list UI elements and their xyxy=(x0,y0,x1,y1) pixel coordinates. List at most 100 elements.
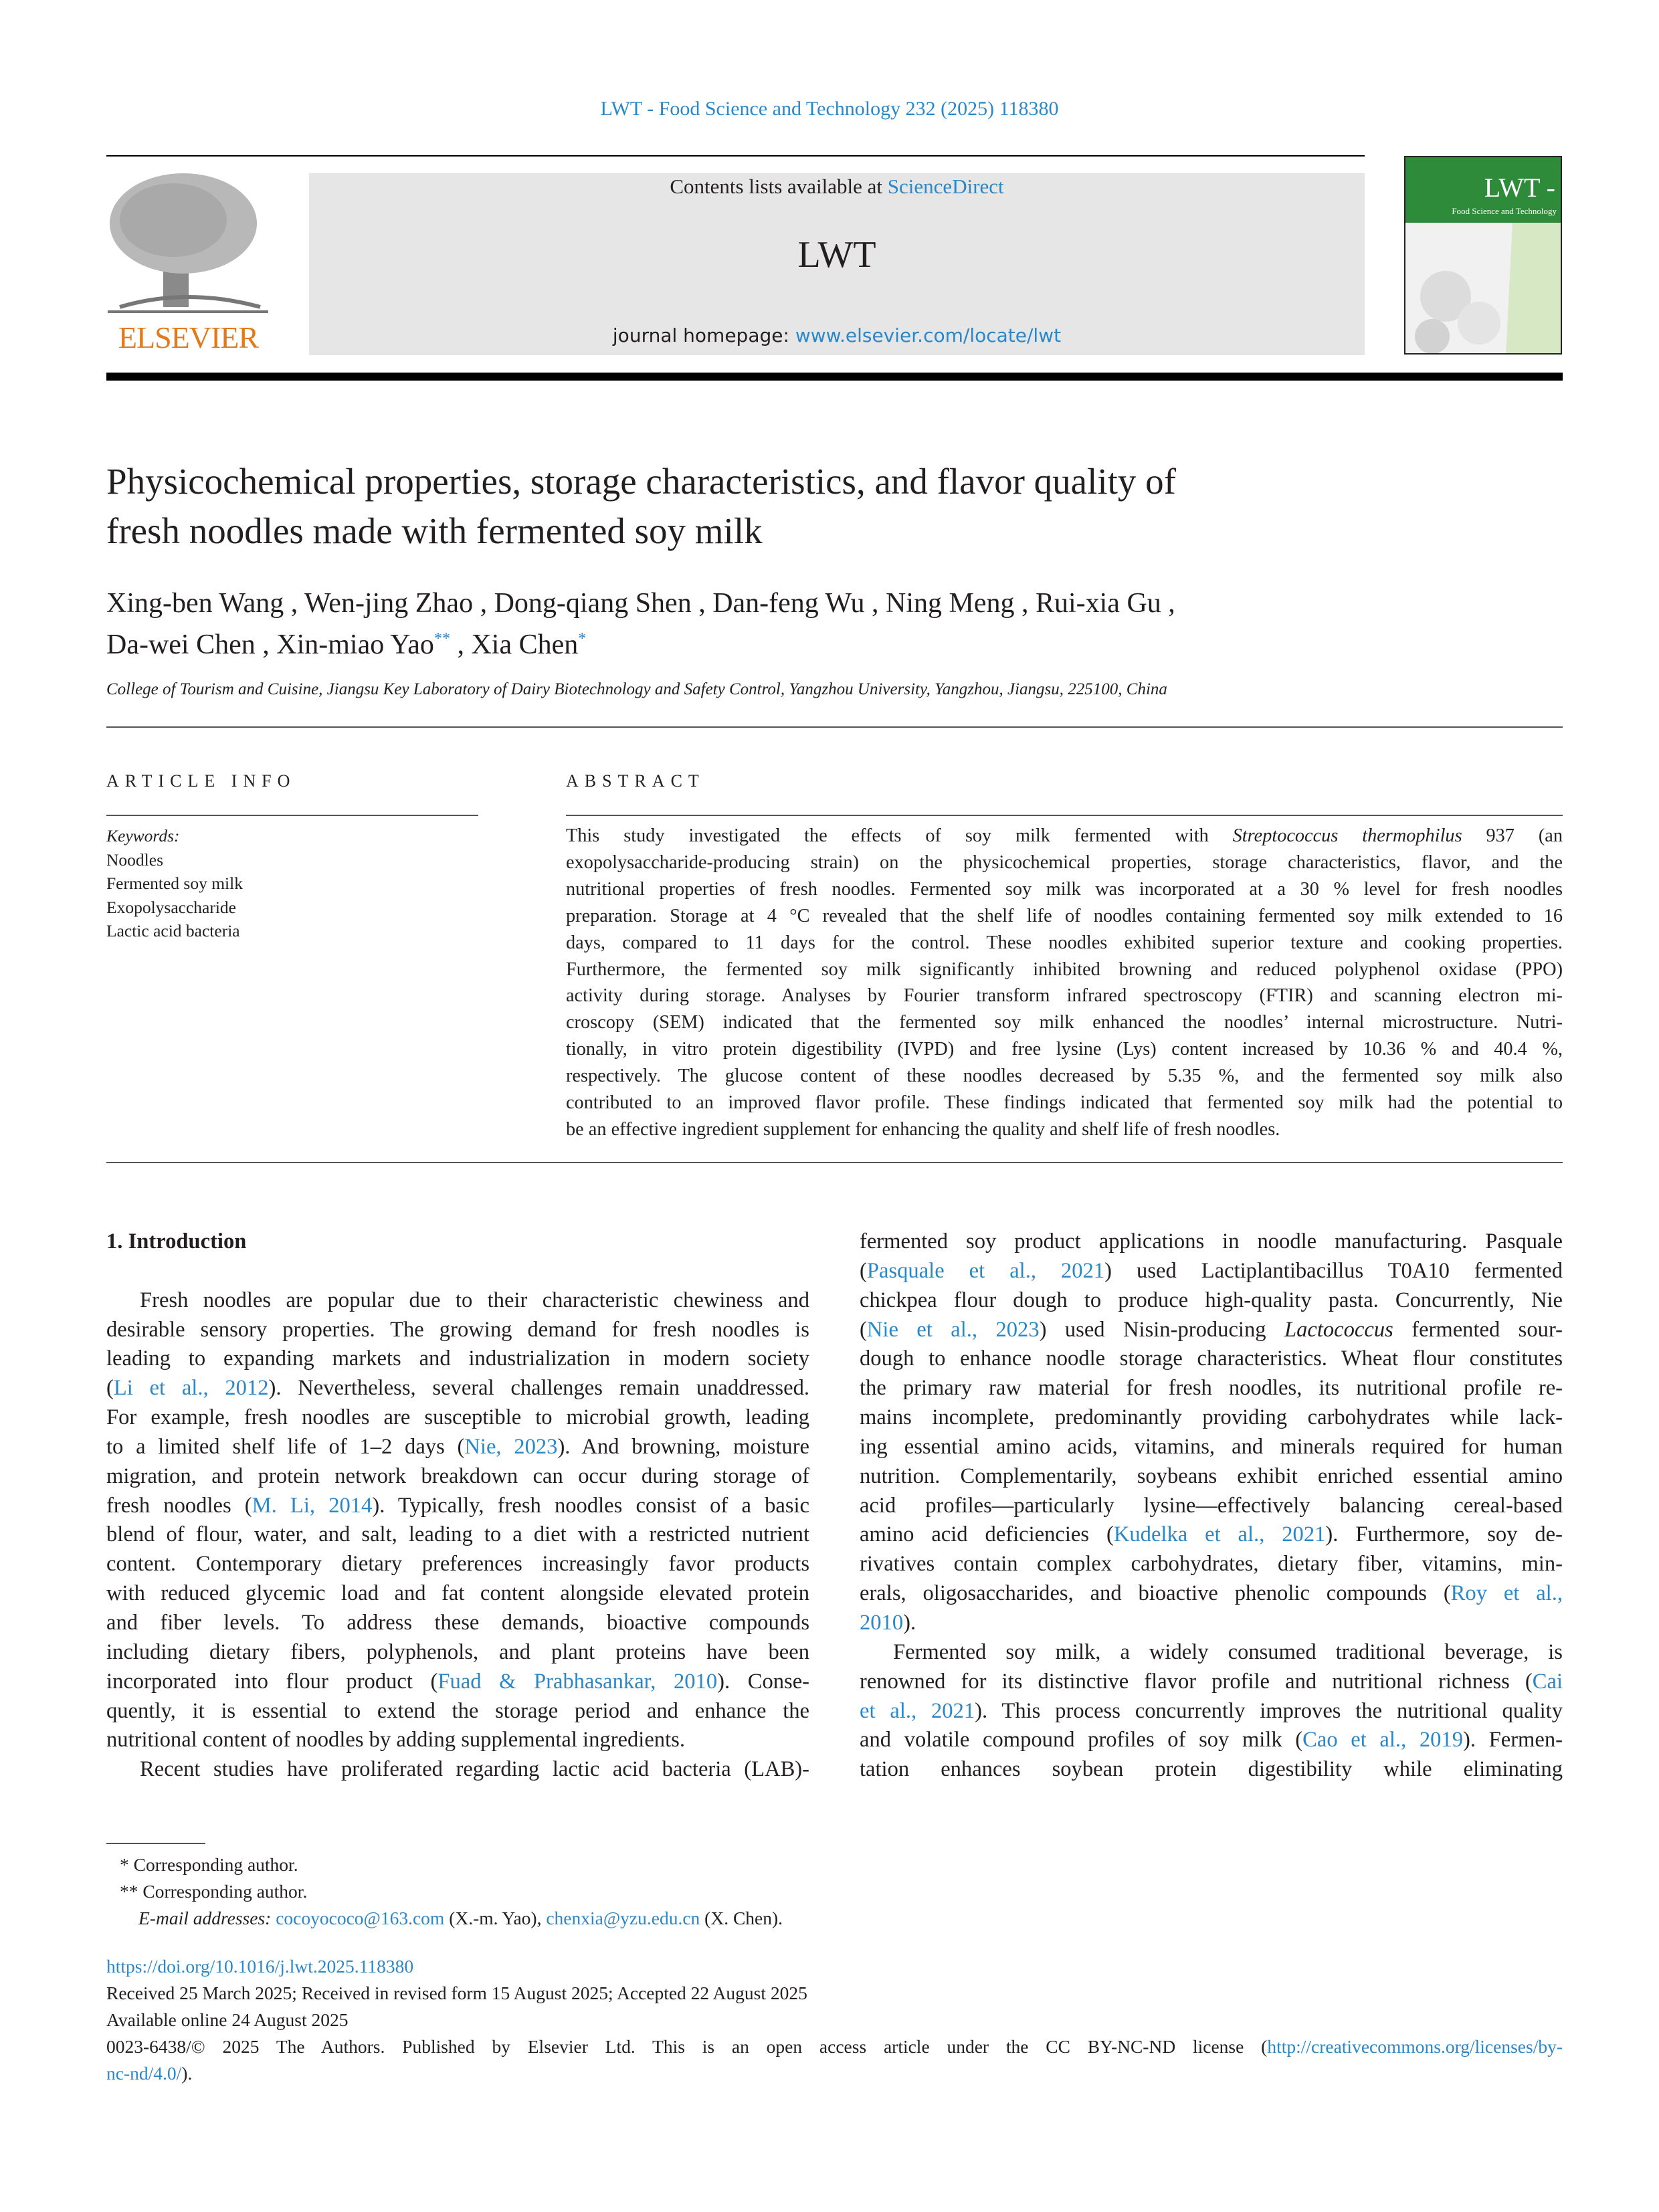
text-run: leading to expanding markets and industr… xyxy=(106,1346,809,1371)
citation-link[interactable]: et al., 2021 xyxy=(860,1698,975,1723)
keywords-label: Keywords: xyxy=(106,826,180,845)
corresponding-mark[interactable]: * xyxy=(578,630,587,647)
citation-link[interactable]: Pasquale et al., 2021 xyxy=(866,1258,1105,1283)
text-line: days, compared to 11 days for the contro… xyxy=(566,930,1563,957)
sciencedirect-link[interactable]: ScienceDirect xyxy=(887,175,1004,198)
italic-term: Streptococcus thermophilus xyxy=(1232,825,1462,846)
corresponding-mark[interactable]: ** xyxy=(433,630,450,647)
section-heading: 1. Introduction xyxy=(106,1229,247,1253)
text-run: nutrition. Complementarily, soybeans exh… xyxy=(860,1464,1563,1488)
text-run: fermented soy product applications in no… xyxy=(860,1229,1563,1253)
text-run: respectively. The glucose content of the… xyxy=(566,1066,1563,1087)
text-line: mains incomplete, predominantly providin… xyxy=(860,1403,1563,1433)
citation-link[interactable]: Li et al., 2012 xyxy=(113,1376,269,1401)
author-names: Da-wei Chen , Xin-miao Yao xyxy=(106,629,434,660)
text-run: ing essential amino acids, vitamins, and… xyxy=(860,1434,1563,1459)
text-line: incorporated into flour product (Fuad & … xyxy=(106,1668,809,1697)
text-run: and volatile compound profiles of soy mi… xyxy=(860,1728,1303,1752)
text-run: content. Contemporary dietary preference… xyxy=(106,1552,809,1577)
text-run: with reduced glycemic load and fat conte… xyxy=(106,1581,809,1606)
citation-link[interactable]: 2010 xyxy=(860,1610,904,1635)
publication-info: https://doi.org/10.1016/j.lwt.2025.11838… xyxy=(106,1953,1563,2087)
text-line: renowned for its distinctive flavor prof… xyxy=(860,1668,1563,1697)
text-line: chickpea flour dough to produce high-qua… xyxy=(860,1286,1563,1316)
citation-link[interactable]: Cao et al., 2019 xyxy=(1302,1728,1463,1752)
text-run: ( xyxy=(860,1317,867,1342)
text-run: croscopy (SEM) indicated that the fermen… xyxy=(566,1012,1563,1033)
text-line: leading to expanding markets and industr… xyxy=(106,1344,809,1374)
license-link[interactable]: nc-nd/4.0/ xyxy=(106,2063,182,2084)
text-line: with reduced glycemic load and fat conte… xyxy=(106,1579,809,1609)
license-text: ). xyxy=(181,2063,193,2084)
keywords: Keywords: Noodles Fermented soy milk Exo… xyxy=(106,824,478,943)
text-line: nutritional properties of fresh noodles.… xyxy=(566,876,1563,903)
citation-link[interactable]: Cai xyxy=(1532,1669,1563,1694)
text-run: migration, and protein network breakdown… xyxy=(106,1464,809,1488)
header-bar xyxy=(106,373,1563,381)
text-line: Furthermore, the fermented soy milk sign… xyxy=(566,957,1563,983)
citation-link[interactable]: Nie, 2023 xyxy=(464,1434,558,1459)
title-line: Physicochemical properties, storage char… xyxy=(106,461,1177,502)
doi-link[interactable]: https://doi.org/10.1016/j.lwt.2025.11838… xyxy=(106,1956,414,1977)
footnote-emails: E-mail addresses: cocoyococo@163.com (X.… xyxy=(106,1905,783,1932)
masthead: Contents lists available at ScienceDirec… xyxy=(309,173,1365,355)
affiliation: College of Tourism and Cuisine, Jiangsu … xyxy=(106,680,1167,698)
text-line: fresh noodles (M. Li, 2014). Typically, … xyxy=(106,1492,809,1521)
divider xyxy=(106,815,478,816)
text-line: tation enhances soybean protein digestib… xyxy=(860,1755,1563,1785)
text-line: nutritional content of noodles by adding… xyxy=(106,1726,809,1755)
text-run: be an effective ingredient supplement fo… xyxy=(566,1118,1280,1140)
text-run: amino acid deficiencies ( xyxy=(860,1522,1114,1547)
cover-banner: LWT - Food Science and Technology xyxy=(1405,157,1561,223)
email-link[interactable]: cocoyococo@163.com xyxy=(276,1908,445,1928)
text-run: erals, oligosaccharides, and bioactive p… xyxy=(860,1581,1451,1606)
citation-link[interactable]: M. Li, 2014 xyxy=(252,1493,373,1518)
journal-reference[interactable]: LWT - Food Science and Technology 232 (2… xyxy=(0,98,1659,120)
homepage-prefix: journal homepage: xyxy=(612,324,795,346)
text-run: contributed to an improved flavor profil… xyxy=(566,1092,1563,1114)
citation-link[interactable]: Roy et al., xyxy=(1450,1581,1563,1606)
text-run: fermented sour- xyxy=(1393,1317,1563,1342)
abstract-text: This study investigated the effects of s… xyxy=(566,823,1563,1143)
homepage-link[interactable]: www.elsevier.com/locate/lwt xyxy=(795,324,1062,346)
text-line: amino acid deficiencies (Kudelka et al.,… xyxy=(860,1520,1563,1550)
text-line: ing essential amino acids, vitamins, and… xyxy=(860,1433,1563,1462)
intro-text-left: Fresh noodles are popular due to their c… xyxy=(106,1286,809,1785)
text-line: (Pasquale et al., 2021) used Lactiplanti… xyxy=(860,1257,1563,1286)
text-line: rivatives contain complex carbohydrates,… xyxy=(860,1550,1563,1579)
journal-reference-link[interactable]: LWT - Food Science and Technology 232 (2… xyxy=(600,98,1059,120)
license-link[interactable]: http://creativecommons.org/licenses/by- xyxy=(1267,2036,1563,2057)
text-run: to a limited shelf life of 1–2 days ( xyxy=(106,1434,465,1459)
text-line: For example, fresh noodles are susceptib… xyxy=(106,1403,809,1433)
text-run: nutritional content of noodles by adding… xyxy=(106,1728,685,1752)
text-run: activity during storage. Analyses by Fou… xyxy=(566,985,1563,1007)
text-run: mains incomplete, predominantly providin… xyxy=(860,1405,1563,1430)
authors-line: Xing-ben Wang , Wen-jing Zhao , Dong-qia… xyxy=(106,588,1175,619)
cover-subtitle: Food Science and Technology xyxy=(1452,206,1557,216)
text-line: nutrition. Complementarily, soybeans exh… xyxy=(860,1462,1563,1492)
text-run: quently, it is essential to extend the s… xyxy=(106,1698,809,1723)
text-line: the primary raw material for fresh noodl… xyxy=(860,1374,1563,1403)
body-column-right: fermented soy product applications in no… xyxy=(860,1227,1563,1785)
citation-link[interactable]: Kudelka et al., 2021 xyxy=(1113,1522,1326,1547)
spacer xyxy=(106,1257,809,1286)
text-line: to a limited shelf life of 1–2 days (Nie… xyxy=(106,1433,809,1462)
divider xyxy=(106,726,1563,728)
text-run: the primary raw material for fresh noodl… xyxy=(860,1376,1563,1401)
text-run: 937 (an xyxy=(1462,825,1563,846)
text-line: migration, and protein network breakdown… xyxy=(106,1462,809,1492)
text-line: fermented soy product applications in no… xyxy=(860,1227,1563,1257)
text-line: dough to enhance noodle storage characte… xyxy=(860,1344,1563,1374)
abstract-heading: ABSTRACT xyxy=(566,771,705,791)
text-run: ). Conse- xyxy=(717,1669,810,1694)
text-run: ). Furthermore, soy de- xyxy=(1325,1522,1563,1547)
text-run: fresh noodles ( xyxy=(106,1493,252,1518)
text-line: blend of flour, water, and salt, leading… xyxy=(106,1520,809,1550)
text-run: ). Fermen- xyxy=(1463,1728,1563,1752)
citation-link[interactable]: Nie et al., 2023 xyxy=(866,1317,1040,1342)
text-run: dough to enhance noodle storage characte… xyxy=(860,1346,1563,1371)
email-link[interactable]: chenxia@yzu.edu.cn xyxy=(546,1908,700,1928)
cover-image-icon xyxy=(1415,223,1561,353)
citation-link[interactable]: Fuad & Prabhasankar, 2010 xyxy=(437,1669,718,1694)
divider xyxy=(566,815,1563,816)
